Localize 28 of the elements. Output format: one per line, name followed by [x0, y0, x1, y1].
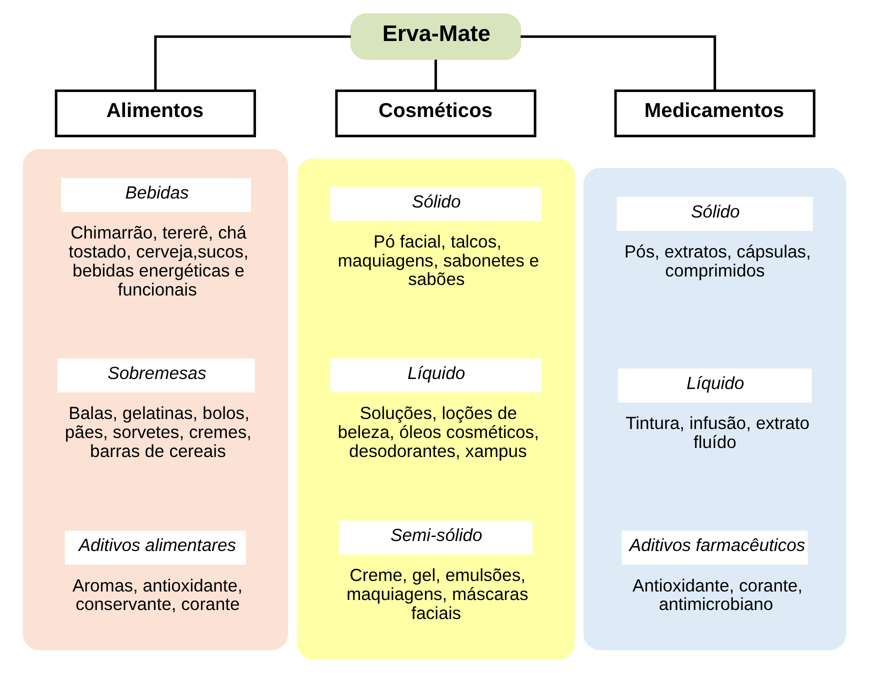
node-label: Soluções, loções de beleza, óleos cosméticos, desodorantes, xampus — [338, 402, 539, 460]
node-label: Aromas, antioxidante, conservante, corante — [72, 574, 242, 614]
node-label: Antioxidante, corante, antimicrobiano — [632, 574, 803, 614]
node-label: Chimarrão, tererê, chá tostado, cerveja,sucos, bebidas energéticas e funcionais — [68, 222, 248, 299]
node-box: Erva-Mate — [350, 12, 522, 60]
cluster — [296, 158, 575, 660]
node-label: Creme, gel, emulsões, maquiagens, máscaras faciais — [346, 564, 528, 622]
node-box: Semi-sólido — [338, 520, 533, 554]
node-box: Sólido — [616, 196, 813, 230]
cluster — [583, 168, 846, 650]
node-label: Pó facial, talcos, maquiagens, sabonetes e sabões — [338, 230, 540, 289]
connector — [154, 34, 351, 90]
node-box: Sólido — [330, 186, 542, 220]
connector — [520, 34, 716, 90]
node-box: Bebidas — [61, 178, 251, 212]
node-box: Aditivos farmacêuticos — [622, 530, 808, 564]
node-box: Cosméticos — [335, 88, 536, 137]
node-box: Líquido — [618, 368, 812, 402]
cluster — [22, 148, 288, 650]
node-label: Pós, extratos, cápsulas, comprimidos — [624, 241, 811, 280]
node-label: Balas, gelatinas, bolos, pães, sorvetes, cremes, barras de cereais — [64, 402, 252, 460]
node-box: Medicamentos — [614, 88, 816, 137]
node-label: Tintura, infusão, extrato fluído — [626, 412, 810, 452]
node-box: Sobremesas — [57, 358, 255, 392]
node-box: Alimentos — [54, 88, 256, 137]
connector — [434, 59, 438, 90]
node-box: Líquido — [330, 358, 542, 392]
node-box: Aditivos alimentares — [64, 530, 246, 564]
